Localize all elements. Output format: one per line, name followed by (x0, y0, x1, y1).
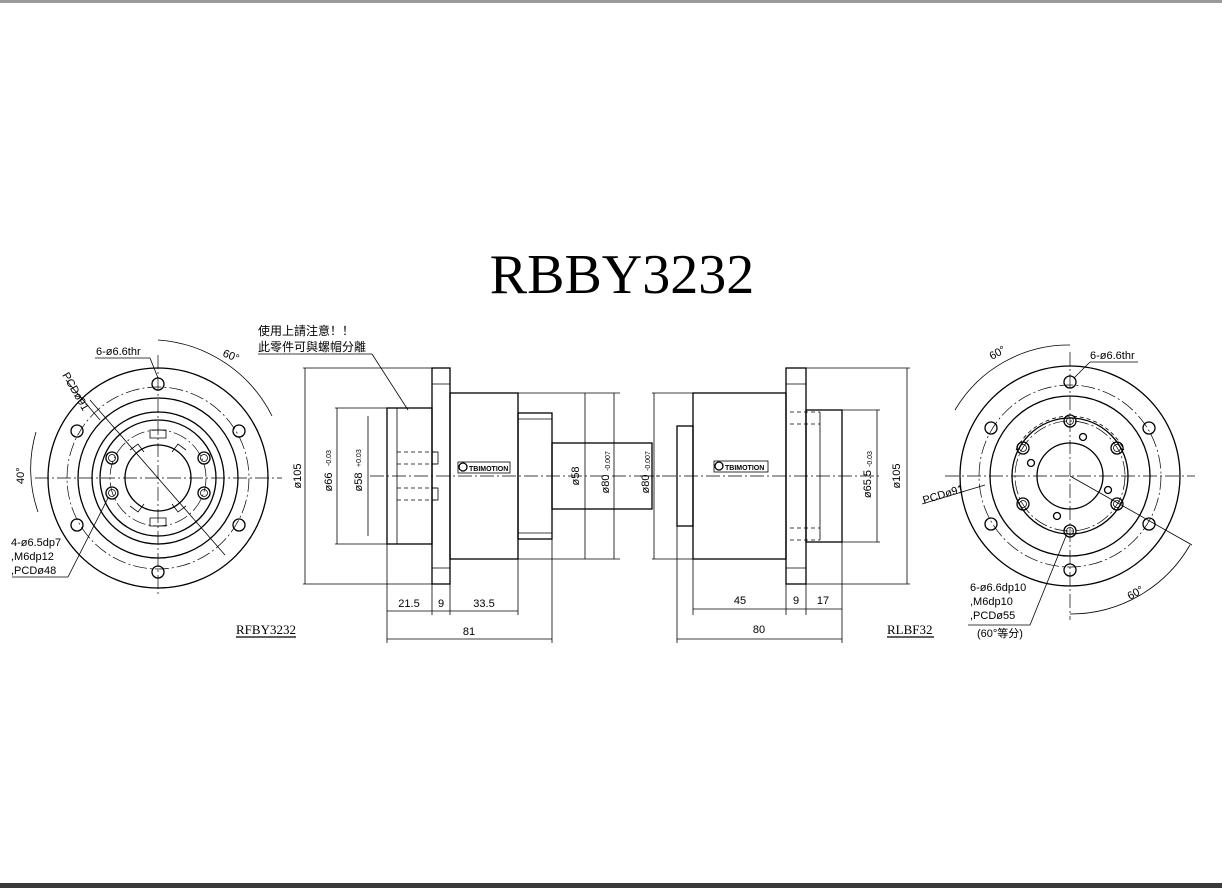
right-pcd-callout: PCDø91 (921, 483, 965, 507)
left-dim-21-5: 21.5 (398, 598, 419, 610)
right-holes-callout: 6-ø6.6thr (1090, 350, 1135, 362)
right-end-view: 6-ø6.6thr PCDø91 60° 60° 6-ø6.6dp10 ,M6d… (887, 344, 1195, 640)
right-tapped-callout-4: (60°等分) (977, 626, 1023, 640)
left-dia-58b: ø58 (570, 467, 582, 486)
right-dia-outer: ø105 (891, 463, 903, 488)
left-tapped-callout-2: ,M6dp12 (11, 551, 54, 563)
left-dia-66-tol: -0.03 (326, 450, 333, 466)
note-line-2: 此零件可與螺帽分離 (258, 339, 366, 354)
right-tapped-callout-1: 6-ø6.6dp10 (970, 582, 1026, 594)
left-angle-top: 60° (221, 348, 241, 365)
left-dim-33-5: 33.5 (473, 598, 494, 610)
right-section-view: TBIMOTION ø80 -0.007 ø65.5 -0.03 ø105 (640, 367, 910, 643)
right-dim-17: 17 (817, 595, 829, 607)
right-tapped-callout-3: ,PCDø55 (970, 610, 1015, 622)
left-section-view: TBIMOTION ø105 ø66 -0.03 ø58 +0.03 ø58 ø… (292, 367, 660, 643)
left-dia-80-tol: -0.007 (605, 451, 612, 471)
right-angle-bottom: 60° (1126, 584, 1146, 603)
right-dim-45: 45 (734, 595, 746, 607)
left-dia-58-tol: +0.03 (356, 449, 363, 467)
usage-note: 使用上請注意！！ 此零件可與螺帽分離 (258, 323, 409, 411)
right-dia-65-5-tol: -0.03 (867, 451, 874, 467)
left-dia-80: ø80 (600, 475, 612, 494)
drawing-title: RBBY3232 (490, 244, 755, 306)
left-dim-9: 9 (438, 598, 444, 610)
left-holes-callout: 6-ø6.6thr (96, 346, 141, 358)
right-dim-80: 80 (753, 624, 765, 636)
right-part-label: RLBF32 (887, 622, 933, 637)
brand-logo-left: TBIMOTION (469, 466, 508, 473)
left-dia-58: ø58 (353, 473, 365, 492)
left-end-view: 6-ø6.6thr PCDø91 60° 40° 4-ø6.5dp7 ,M6dp… (11, 339, 296, 638)
left-angle-left: 40° (15, 467, 27, 484)
left-dia-outer: ø105 (292, 463, 304, 488)
top-border (0, 0, 1222, 3)
note-line-1: 使用上請注意！！ (258, 323, 354, 338)
right-dim-9: 9 (793, 595, 799, 607)
left-dia-66: ø66 (323, 473, 335, 492)
left-dim-81: 81 (463, 626, 475, 638)
right-dia-80-tol: -0.007 (645, 451, 652, 471)
left-pcd-callout: PCDø91 (59, 371, 90, 414)
left-tapped-callout-1: 4-ø6.5dp7 (11, 537, 61, 549)
right-tapped-callout-2: ,M6dp10 (970, 596, 1013, 608)
bottom-border (0, 883, 1222, 888)
right-dia-80: ø80 (640, 475, 652, 494)
left-part-label: RFBY3232 (236, 622, 296, 637)
right-angle-top: 60° (988, 344, 1008, 363)
left-tapped-callout-3: ,PCDø48 (11, 565, 56, 577)
brand-logo-right: TBIMOTION (725, 465, 764, 472)
right-dia-65-5: ø65.5 (862, 470, 874, 498)
